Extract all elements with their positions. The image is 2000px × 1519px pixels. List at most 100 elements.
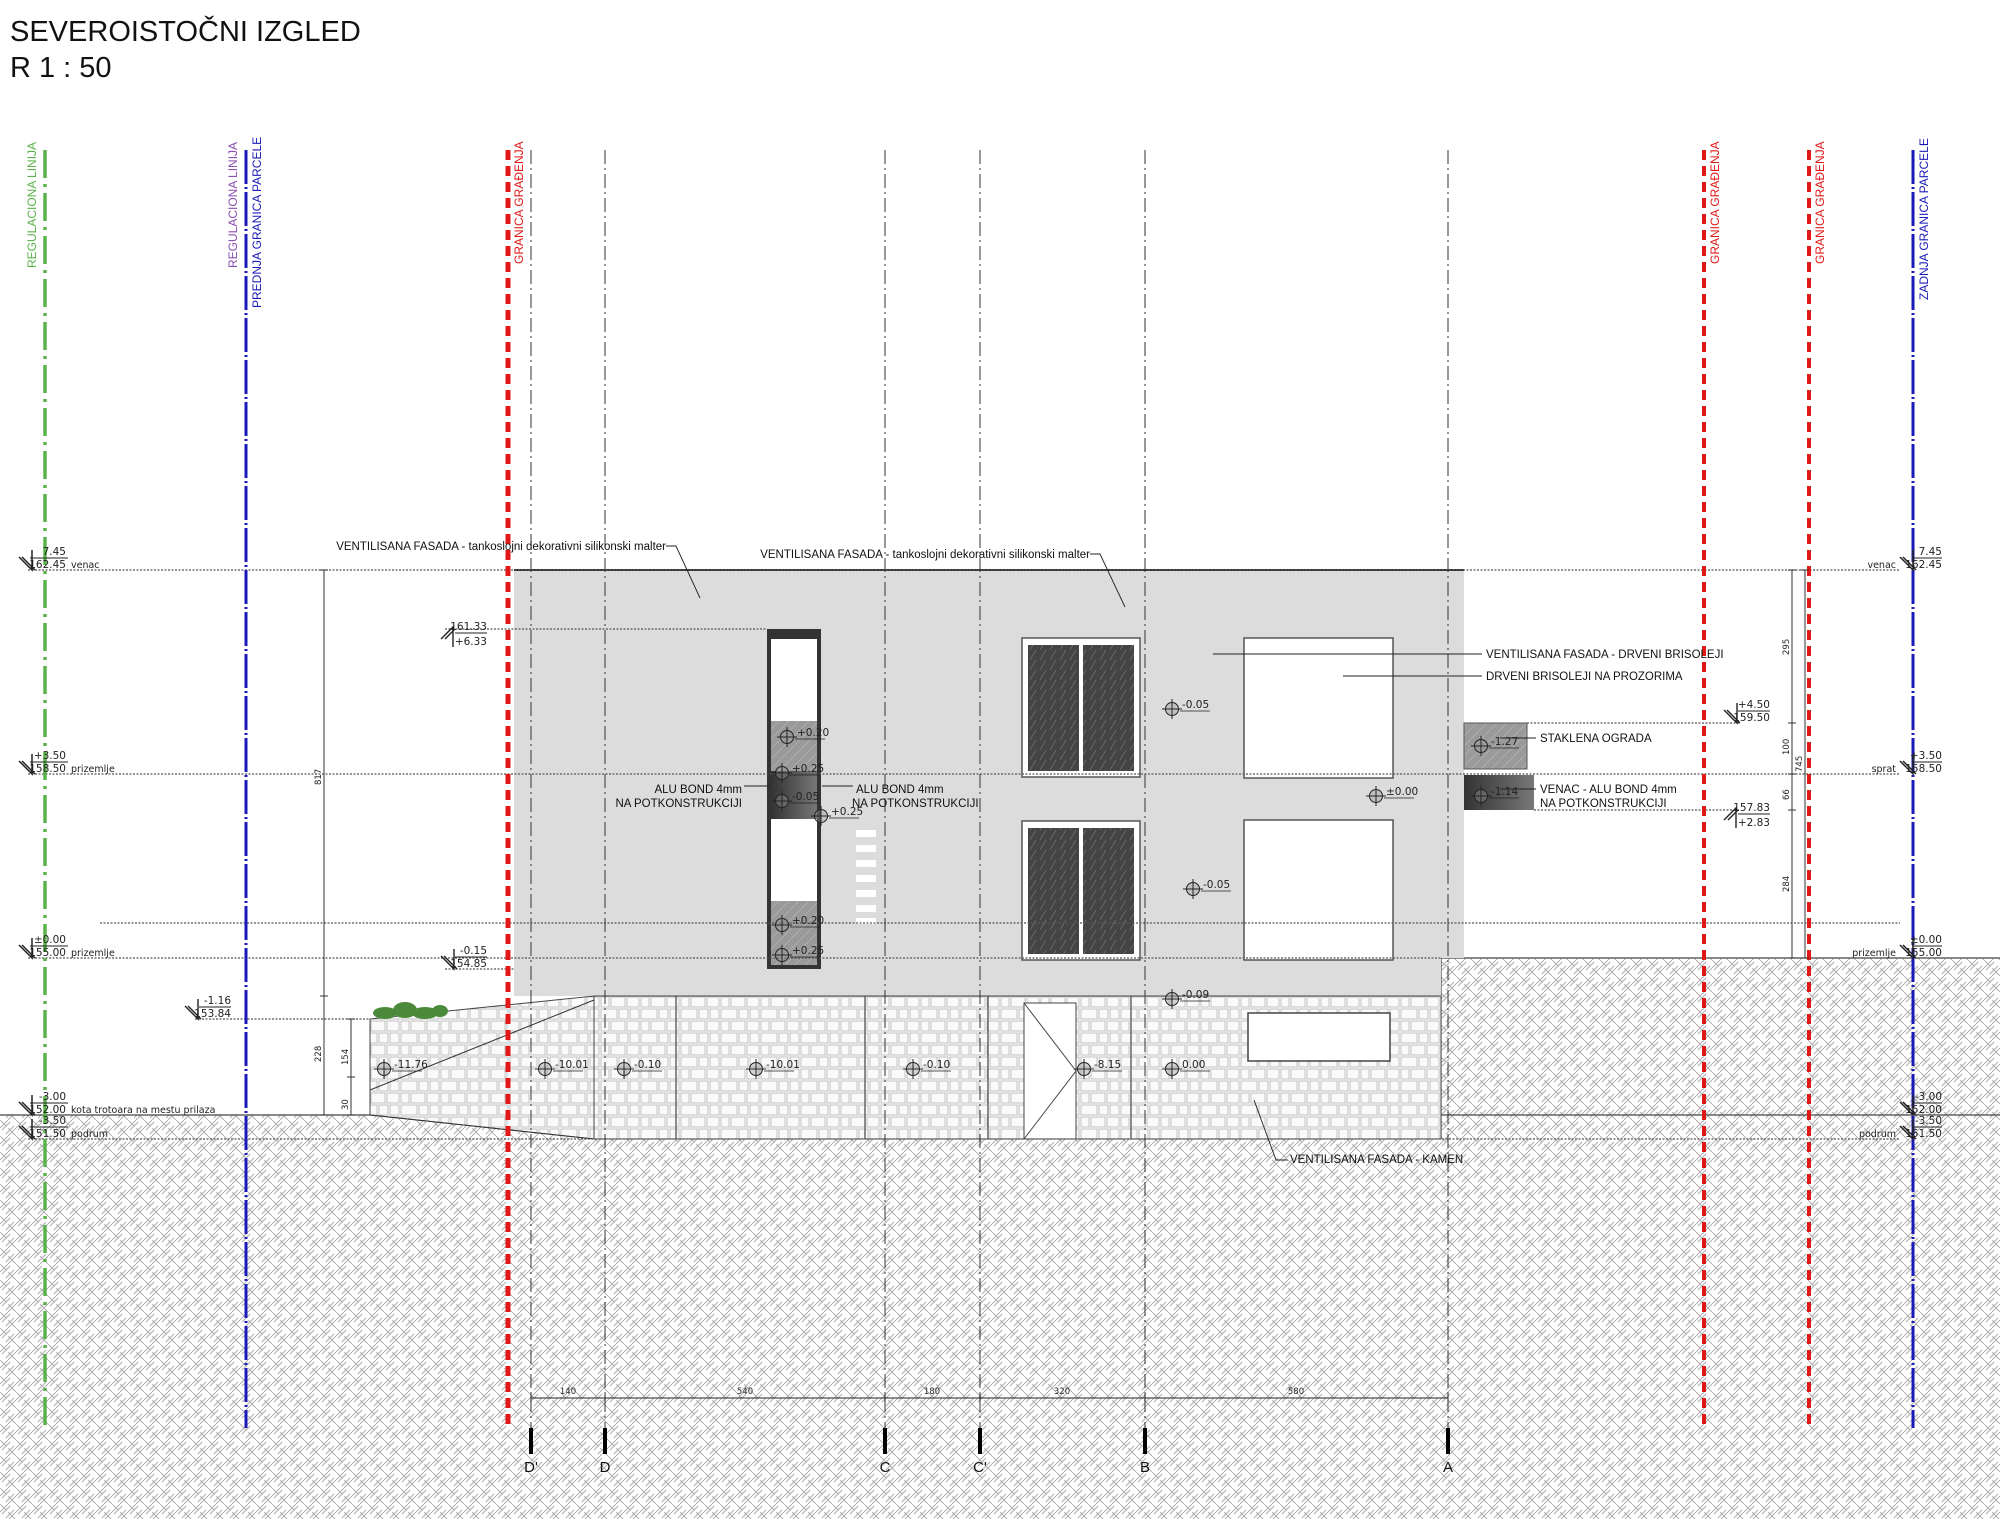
svg-text:-3.00: -3.00 xyxy=(1915,1091,1942,1103)
annotation-alu-left-2: NA POTKONSTRUKCIJI xyxy=(615,798,742,810)
annotation-wood-louvres: DRVENI BRISOLEJI NA PROZORIMA xyxy=(1486,671,1683,683)
svg-text:+4.50: +4.50 xyxy=(1738,699,1770,711)
material-marker-icon: -10.01 xyxy=(746,1059,800,1079)
dim-228: 228 xyxy=(314,1046,324,1062)
structural-axes xyxy=(530,150,1449,1428)
material-marker-icon: -0.10 xyxy=(614,1059,662,1079)
svg-text:155.00: 155.00 xyxy=(29,947,66,959)
annotations xyxy=(666,545,1536,1161)
annotation-facade-plaster-2: VENTILISANA FASADA - tankoslojni dekorat… xyxy=(760,549,1090,561)
dimensions-right xyxy=(1788,569,1809,959)
svg-text:158.50: 158.50 xyxy=(1905,763,1942,775)
axis-label: B xyxy=(1140,1459,1150,1476)
window-upper-right-louvres[interactable] xyxy=(1243,637,1394,779)
svg-text:157.83: 157.83 xyxy=(1733,802,1770,814)
svg-text:podrum: podrum xyxy=(71,1129,108,1140)
window-lower-left[interactable] xyxy=(1021,820,1141,961)
basement-door[interactable] xyxy=(1023,1002,1077,1140)
material-marker-icon: -0.05 xyxy=(1162,699,1210,719)
axis-label: D' xyxy=(524,1459,538,1476)
dim-284: 284 xyxy=(1782,876,1792,892)
dim-295: 295 xyxy=(1782,639,1792,655)
label-build-limit-2: GRANICA GRAĐENJA xyxy=(1708,141,1722,264)
boundary-labels: REGULACIONA LINIJA REGULACIONA LINIJA PR… xyxy=(25,137,1931,308)
marker-label: +0.20 xyxy=(792,915,824,927)
ground-hatch xyxy=(0,1115,2000,1519)
material-marker-icon: -8.15 xyxy=(1074,1059,1122,1079)
svg-text:+3.50: +3.50 xyxy=(1910,750,1942,762)
dim-817: 817 xyxy=(314,769,324,785)
annotation-facade-wood: VENTILISANA FASADA - DRVENI BRISOLEJI xyxy=(1486,649,1724,661)
svg-text:153.84: 153.84 xyxy=(194,1008,231,1020)
material-marker-icon: -0.09 xyxy=(1162,989,1210,1009)
ground-hatch-right xyxy=(1441,958,2000,1115)
annotation-alu-left-1: ALU BOND 4mm xyxy=(654,784,742,796)
dim-bottom: 320 xyxy=(1054,1387,1070,1397)
marker-label: -1.14 xyxy=(1491,786,1518,798)
window-lower-right-louvres[interactable] xyxy=(1243,819,1394,961)
svg-text:152.00: 152.00 xyxy=(1905,1104,1942,1116)
dim-bottom: 540 xyxy=(737,1387,753,1397)
material-marker-icon: +0.20 xyxy=(777,727,829,747)
label-regulation-green: REGULACIONA LINIJA xyxy=(25,142,39,268)
material-marker-icon: ±0.00 xyxy=(1366,786,1418,806)
svg-text:-0.15: -0.15 xyxy=(460,945,487,957)
svg-text:+3.50: +3.50 xyxy=(34,750,66,762)
material-markers: +0.20+0.25-0.05+0.25-0.05-0.05+0.20+0.25… xyxy=(374,699,1519,1079)
material-marker-icon: 0.00 xyxy=(1162,1059,1210,1079)
axis-label: C' xyxy=(973,1459,987,1476)
svg-text:158.50: 158.50 xyxy=(29,763,66,775)
svg-text:-1.16: -1.16 xyxy=(204,995,231,1007)
svg-text:sprat: sprat xyxy=(1872,764,1897,775)
svg-text:+6.33: +6.33 xyxy=(455,636,487,648)
svg-text:7.45: 7.45 xyxy=(43,546,66,558)
svg-text:162.45: 162.45 xyxy=(29,559,66,571)
material-marker-icon: -11.76 xyxy=(374,1059,428,1079)
svg-text:prizemlje: prizemlje xyxy=(71,764,115,775)
material-marker-icon: -1.27 xyxy=(1471,736,1519,756)
dim-154: 154 xyxy=(341,1049,351,1065)
annotation-facade-stone: VENTILISANA FASADA - KAMEN xyxy=(1290,1154,1463,1166)
annotation-glass-railing: STAKLENA OGRADA xyxy=(1540,733,1652,745)
svg-text:-3.50: -3.50 xyxy=(1915,1115,1942,1127)
annotation-alu-right-2: NA POTKONSTRUKCIJI xyxy=(852,798,979,810)
marker-label: -8.15 xyxy=(1094,1059,1121,1071)
annotation-cornice-2: NA POTKONSTRUKCIJI xyxy=(1540,798,1667,810)
level-lines xyxy=(28,569,1900,1140)
label-regulation-purple: REGULACIONA LINIJA xyxy=(226,142,240,268)
marker-label: +0.25 xyxy=(831,806,863,818)
drawing-title-block: SEVEROISTOČNI IZGLED R 1 : 50 xyxy=(10,14,361,86)
wood-louvres xyxy=(856,830,876,924)
material-marker-icon: -0.05 xyxy=(772,791,820,811)
marker-label: +0.25 xyxy=(792,945,824,957)
drawing-title: SEVEROISTOČNI IZGLED xyxy=(10,16,361,48)
basement-window xyxy=(1247,1012,1391,1062)
dim-30: 30 xyxy=(341,1099,351,1110)
svg-text:-3.00: -3.00 xyxy=(39,1091,66,1103)
dim-745: 745 xyxy=(1795,756,1805,772)
material-marker-icon: +0.25 xyxy=(772,763,824,783)
marker-label: -0.09 xyxy=(1182,989,1209,1001)
window-upper-left[interactable] xyxy=(1021,637,1141,778)
dim-bottom: 580 xyxy=(1288,1387,1304,1397)
svg-text:kota trotoara na mestu prilaza: kota trotoara na mestu prilaza xyxy=(71,1105,215,1116)
marker-label: -1.27 xyxy=(1491,736,1518,748)
dim-bottom: 140 xyxy=(560,1387,576,1397)
svg-text:154.85: 154.85 xyxy=(450,958,487,970)
svg-text:159.50: 159.50 xyxy=(1733,712,1770,724)
svg-text:152.00: 152.00 xyxy=(29,1104,66,1116)
facade-plaster xyxy=(514,570,1464,996)
dim-100: 100 xyxy=(1782,739,1792,755)
marker-label: +0.25 xyxy=(792,763,824,775)
dimensions-left xyxy=(320,569,355,1116)
annotation-cornice-1: VENAC - ALU BOND 4mm xyxy=(1540,784,1677,796)
marker-label: -0.05 xyxy=(1182,699,1209,711)
annotation-alu-right-1: ALU BOND 4mm xyxy=(856,784,944,796)
